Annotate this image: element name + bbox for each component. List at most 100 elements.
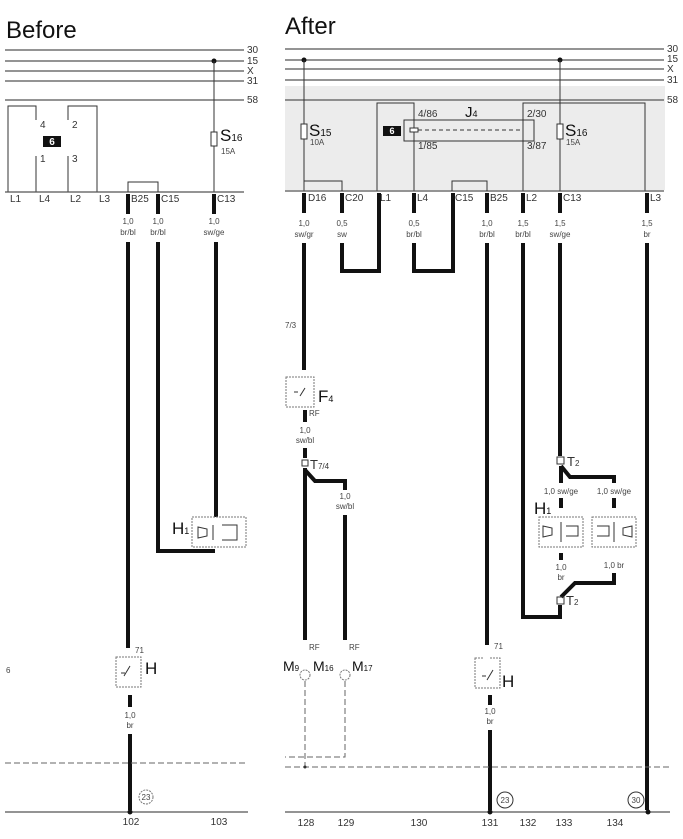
bus-label: 58 [247, 95, 259, 106]
pin-label: 4 [40, 120, 46, 131]
bus-label: 58 [667, 95, 679, 106]
connector-label: B25 [490, 193, 508, 204]
pin-label: RF [349, 643, 360, 652]
relay-badge-text: 6 [389, 126, 394, 136]
connector-t2-icon [556, 456, 565, 465]
connector-label: L2 [70, 194, 82, 205]
wire-color: sw/gr [294, 230, 313, 239]
track-number: 102 [123, 817, 140, 828]
track-number: 133 [556, 818, 573, 829]
wire-size: 1,0 [481, 219, 493, 228]
after-title: After [285, 13, 336, 40]
motor-m17-label: M17 [352, 658, 373, 674]
ground-ref-circle [138, 789, 154, 805]
relay-label: J4 [465, 104, 478, 121]
connector-t2-icon [556, 596, 565, 605]
ground-ref: 23 [501, 796, 510, 805]
connector-t74-label: T7/4 [310, 457, 330, 472]
track-number: 129 [338, 818, 355, 829]
wire-color: sw/ge [204, 228, 225, 237]
wire-size: 1,5 [517, 219, 529, 228]
pin-label: 71 [494, 642, 503, 651]
track-number: 134 [607, 818, 624, 829]
horn-button-h[interactable] [115, 656, 142, 688]
connector-label: L4 [39, 194, 51, 205]
relay-badge [43, 136, 61, 147]
bus-label: 15 [247, 56, 259, 67]
horn-button-label: H [502, 672, 514, 691]
connector-label: L3 [650, 193, 662, 204]
motor-m9-label: M9 [283, 658, 300, 674]
track-number: 131 [482, 818, 499, 829]
bus-label: X [667, 64, 674, 75]
wire-label: 1,0 sw/ge [544, 487, 579, 496]
margin-number: 6 [6, 666, 11, 675]
switch-f4-label: F4 [318, 387, 333, 406]
before-title: Before [6, 17, 77, 44]
connector-label: L1 [380, 193, 392, 204]
wire-color: br/bl [515, 230, 531, 239]
wire-size: 1,0 [484, 707, 496, 716]
connector-label: D16 [308, 193, 327, 204]
wire-color: br/bl [479, 230, 495, 239]
wire-color: br/bl [120, 228, 136, 237]
connector-label: C20 [345, 193, 364, 204]
wire-size: 1,0 [124, 711, 136, 720]
connector-label: L4 [417, 193, 429, 204]
horn-h1-label: H1 [534, 499, 551, 518]
wire-color: sw/bl [296, 436, 314, 445]
wire-size: 1,0 [298, 219, 310, 228]
horn-icon [197, 524, 238, 541]
fuse-name: S15 [309, 121, 332, 140]
pin-label: 4/86 [418, 109, 438, 120]
pin-label: RF [309, 643, 320, 652]
bus-label: X [247, 66, 254, 77]
switch-icon [121, 665, 131, 677]
pin-label: 2/30 [527, 109, 547, 120]
horn-h1-left [538, 516, 584, 548]
wire-size: 1,0 [555, 563, 567, 572]
switch-f4[interactable] [285, 376, 315, 408]
switch-icon [294, 387, 306, 397]
track-number: 128 [298, 818, 315, 829]
fuse-icon [210, 131, 218, 147]
pin-label: 1 [40, 154, 46, 165]
wire-size: 1,0 [299, 426, 311, 435]
track-number: 132 [520, 818, 537, 829]
wire-label: 1,0 br [604, 561, 625, 570]
margin-ref: 7/3 [285, 321, 297, 330]
pin-label: 3 [72, 154, 78, 165]
wire-color: br [486, 717, 493, 726]
bus-label: 31 [667, 75, 679, 86]
ground-ref: 23 [142, 793, 151, 802]
connector-label: L3 [99, 194, 111, 205]
wire-size: 1,5 [554, 219, 566, 228]
pin-label: 2 [72, 120, 78, 131]
relay-badge [383, 126, 401, 136]
fuse-name: S16 [220, 126, 243, 145]
connector-labels: D16 C20 L1 L4 C15 B25 L2 C13 L3 [308, 193, 662, 204]
wire-size: 1,0 [208, 217, 220, 226]
motor-m16-icon [299, 669, 311, 681]
connector-label: C15 [161, 194, 180, 205]
track-number: 103 [211, 817, 228, 828]
fuse-icon [300, 123, 308, 140]
wire-color: sw/bl [336, 502, 354, 511]
wire-size: 0,5 [336, 219, 348, 228]
relay-contacts: 4 2 1 3 6 [7, 105, 98, 192]
fuse-rating: 10A [310, 138, 325, 147]
connector-label: C13 [217, 194, 236, 205]
connector-t2-label: T2 [567, 454, 580, 469]
bus-label: 30 [247, 45, 259, 56]
horn-icon [542, 522, 579, 542]
wire-size: 0,5 [408, 219, 420, 228]
motor-m17-icon [339, 669, 351, 681]
horn-label: H1 [172, 519, 189, 538]
wire-size: 1,5 [641, 219, 653, 228]
wire-color: sw [337, 230, 347, 239]
wire-color: br [643, 230, 650, 239]
wire-color: sw/ge [550, 230, 571, 239]
fuse-name: S16 [565, 121, 588, 140]
bus-lines: 30 15 X 31 58 [285, 44, 679, 106]
